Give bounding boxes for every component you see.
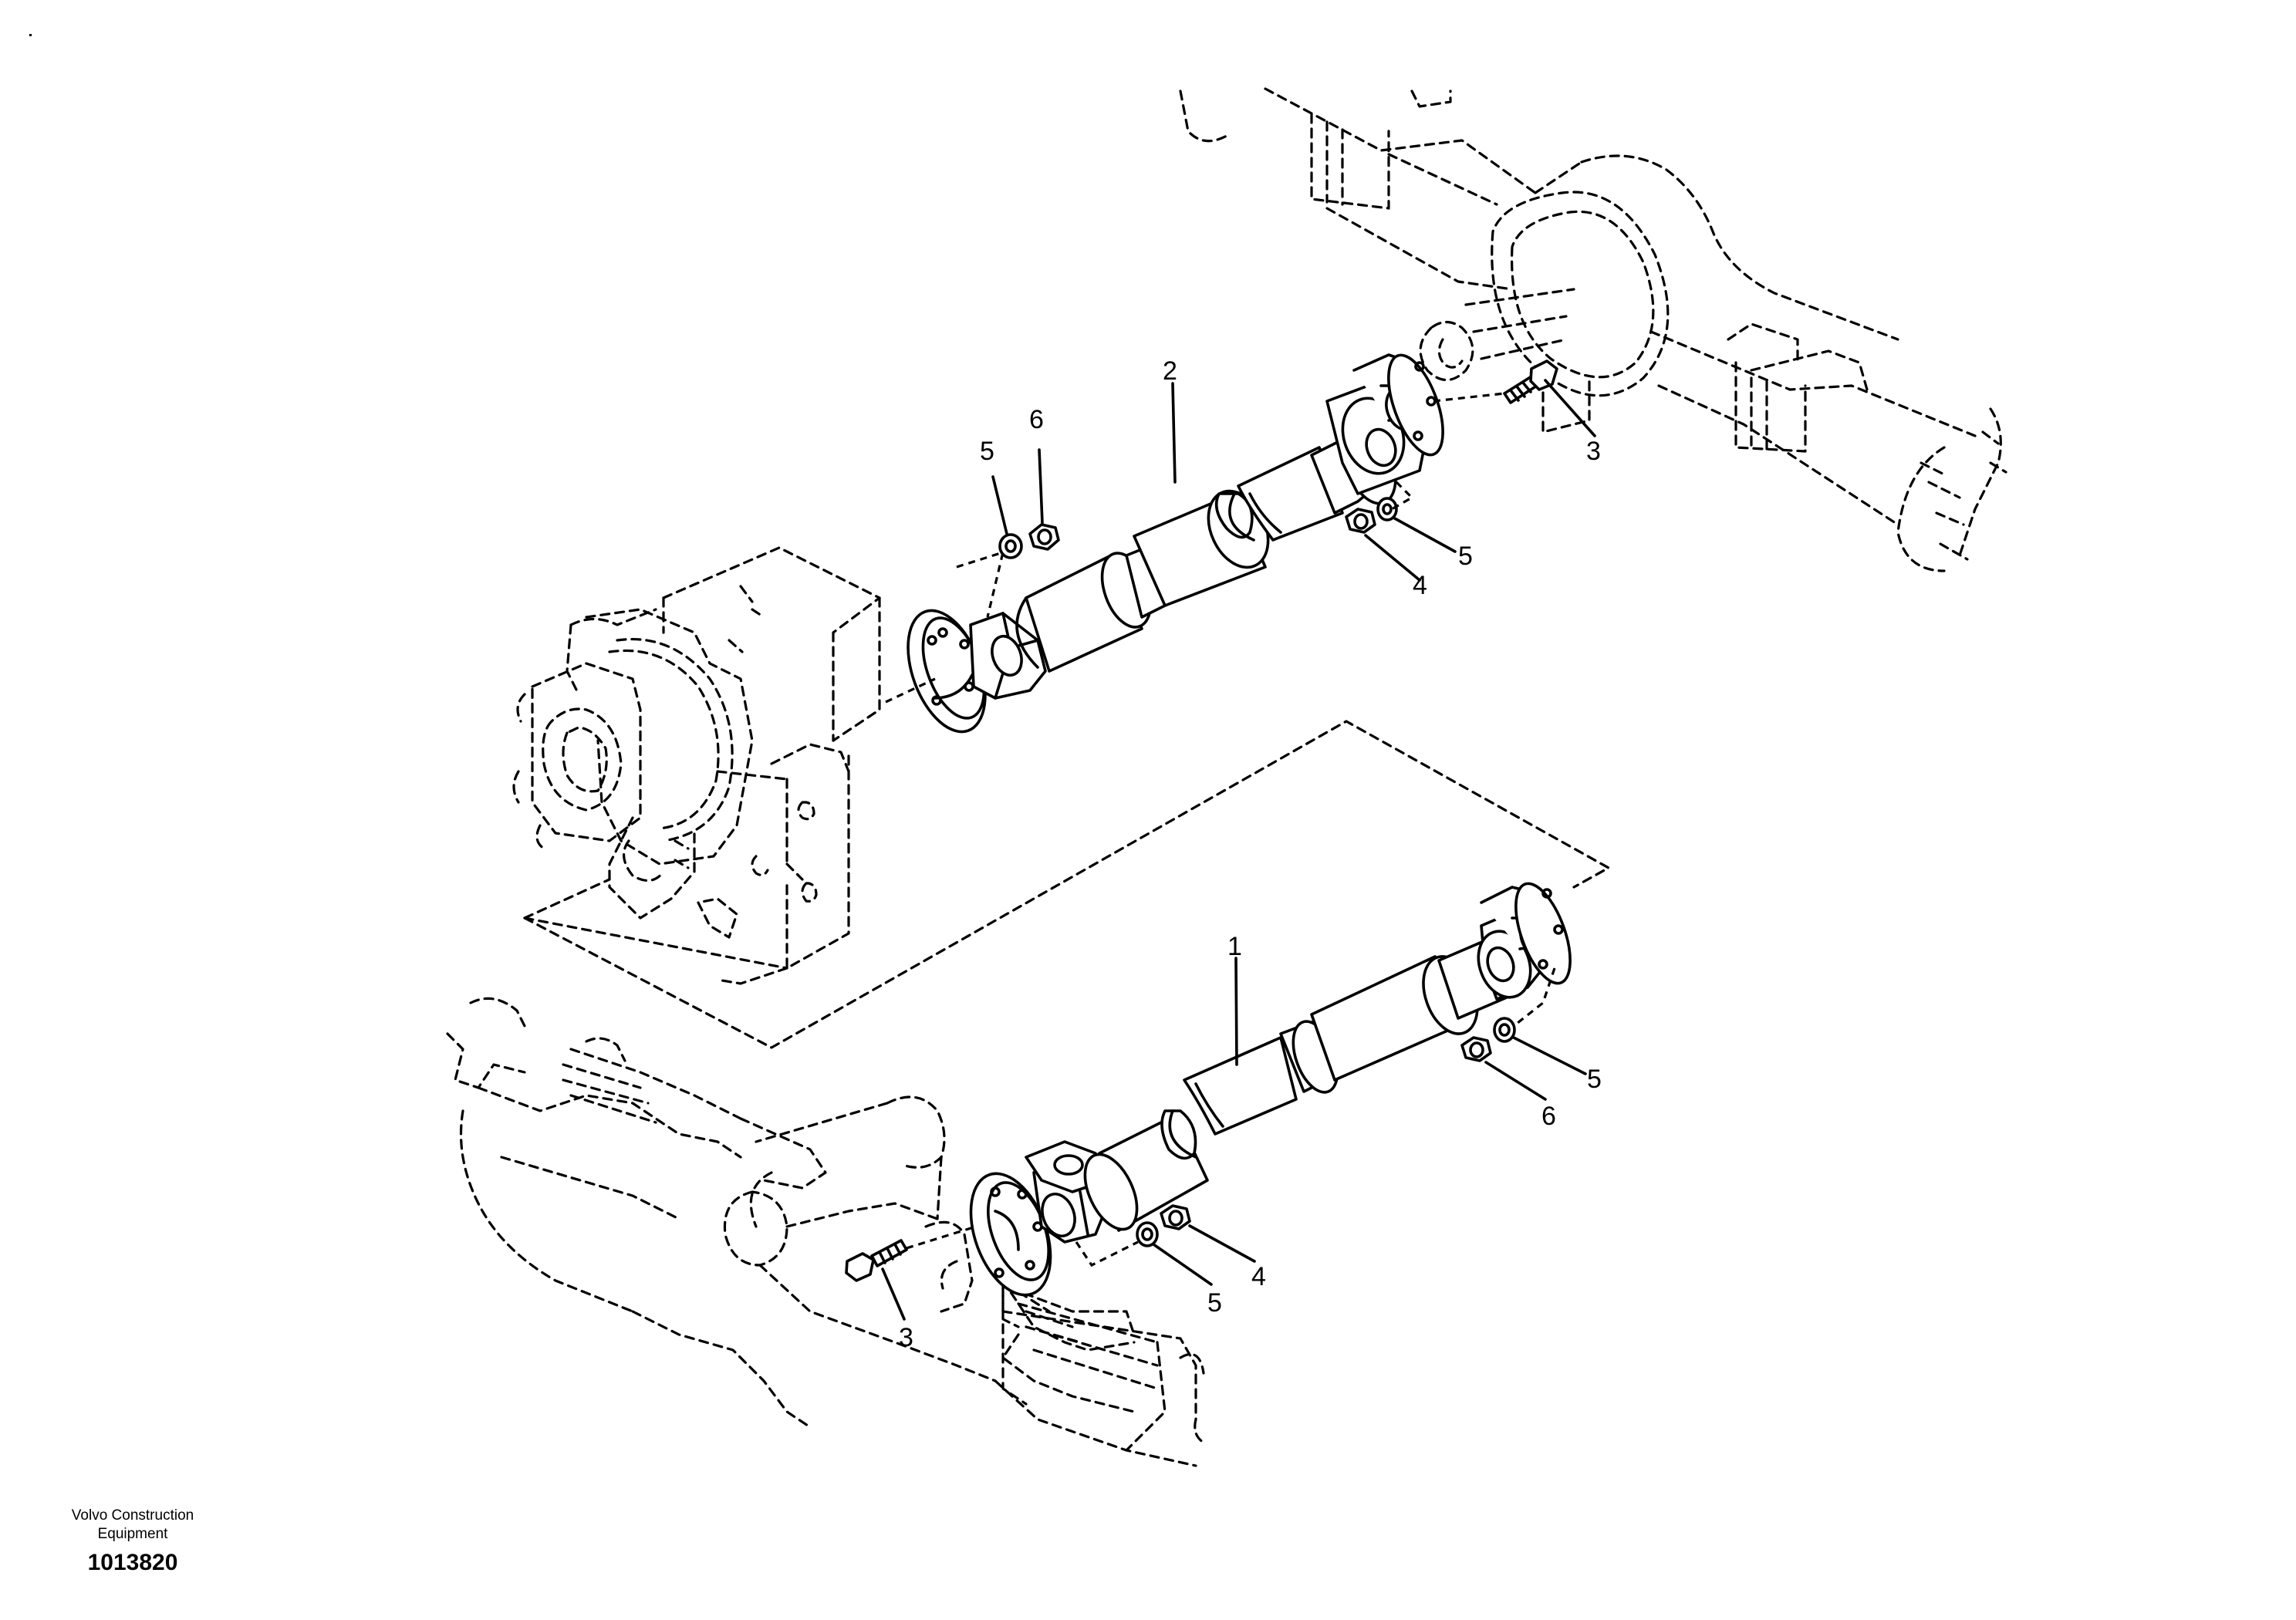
washer-upper-right [1376, 497, 1398, 521]
front-frame-outline [446, 997, 1205, 1467]
assembly-links [885, 392, 1556, 1267]
callout-nut-lower-right: 6 [1541, 1102, 1556, 1131]
washer-lower-left [1136, 1221, 1159, 1247]
callout-shaft-upper: 2 [1163, 356, 1177, 386]
nut-lower-left [1160, 1204, 1191, 1230]
callout-washer-upper-left: 5 [980, 437, 994, 466]
callout-nut-lower-left: 4 [1251, 1262, 1266, 1291]
upper-propeller-shaft [907, 353, 1444, 734]
callout-washer-upper-right: 5 [1458, 542, 1473, 571]
callout-bolt-upper-right: 3 [1586, 437, 1601, 466]
bolt-upper-right [1503, 359, 1558, 404]
nut-upper-left [1028, 523, 1060, 551]
callout-washer-lower-right: 5 [1587, 1065, 1602, 1094]
brand-name-line2: Equipment [97, 1526, 168, 1542]
dashed-frame-outline [523, 720, 1610, 1049]
brand-name-line1: Volvo Construction [71, 1507, 194, 1524]
callout-washer-lower-left: 5 [1207, 1288, 1222, 1318]
transfer-gearbox-outline [512, 546, 881, 985]
callout-shaft-lower: 1 [1227, 932, 1242, 961]
nut-lower-right [1460, 1036, 1492, 1062]
corner-mark [29, 34, 32, 36]
rear-axle-housing-outline [1179, 87, 2007, 572]
document-number: 1013820 [87, 1550, 178, 1575]
bolt-lower-left [845, 1239, 908, 1282]
lower-propeller-shaft [969, 882, 1572, 1297]
callout-leaders [881, 379, 1596, 1321]
callout-numbers: 2 6 5 3 5 4 1 5 6 4 5 3 [899, 356, 1602, 1352]
callout-nut-upper-left: 6 [1029, 405, 1044, 434]
callout-nut-upper-right: 4 [1413, 571, 1427, 600]
washer-lower-right [1493, 1017, 1516, 1043]
washer-upper-left [998, 533, 1023, 559]
nut-upper-right [1345, 508, 1376, 534]
callout-bolt-lower-left: 3 [899, 1323, 913, 1352]
